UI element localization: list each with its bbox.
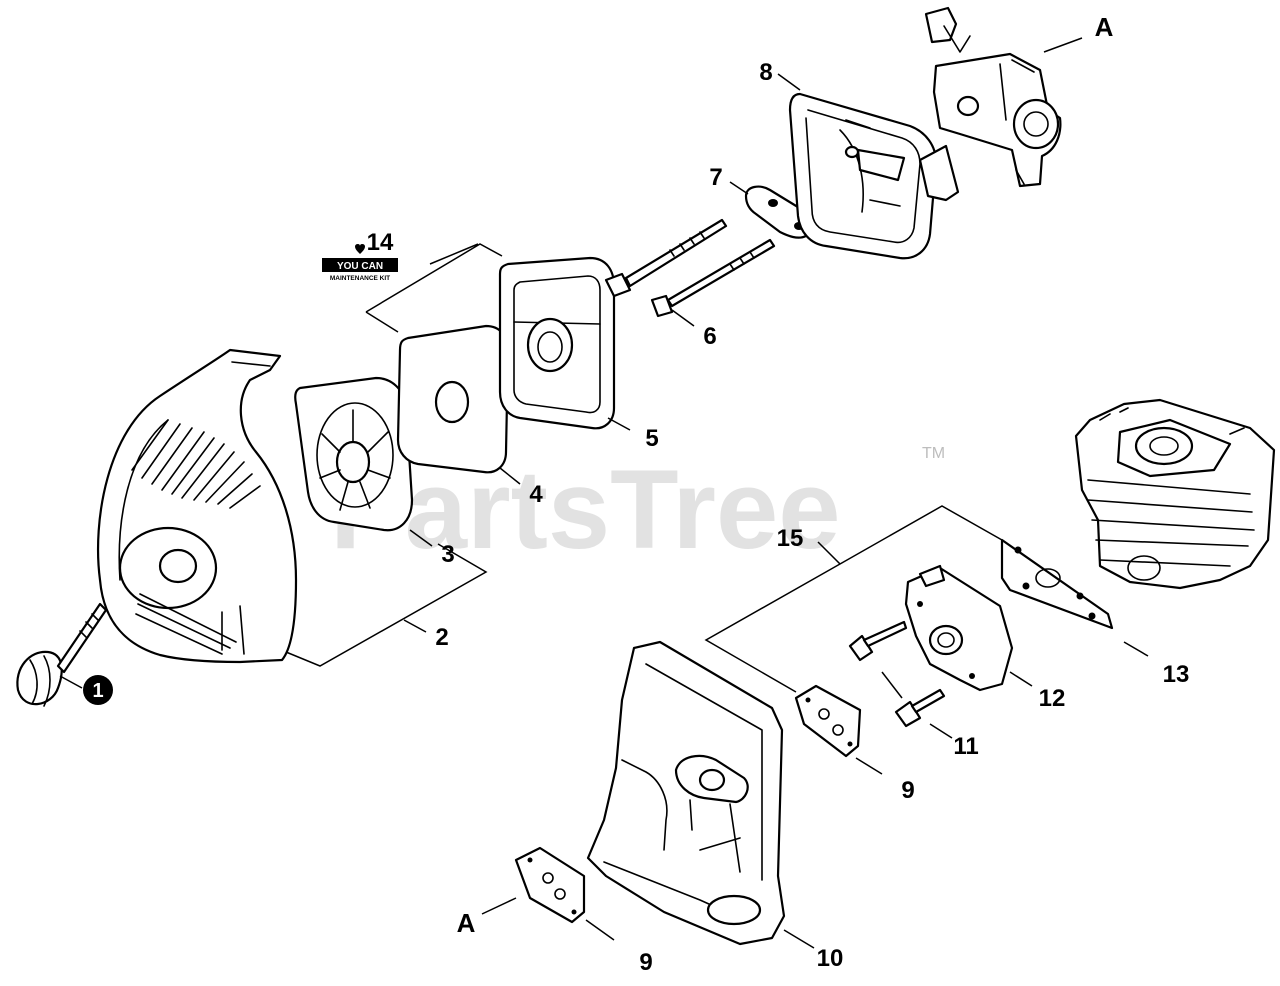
leader-8 bbox=[777, 73, 801, 91]
part-air-cleaner-case[interactable] bbox=[498, 256, 616, 430]
part-carburetor[interactable] bbox=[924, 6, 1062, 188]
reference-a-bottom[interactable]: A bbox=[457, 908, 476, 938]
part-case-body[interactable] bbox=[788, 92, 960, 260]
leader-7 bbox=[729, 181, 749, 195]
leader-9-upper bbox=[855, 757, 883, 775]
part-knob[interactable] bbox=[16, 602, 108, 707]
callout-15[interactable]: 15 bbox=[777, 525, 804, 552]
heart-icon bbox=[355, 244, 365, 254]
leader-a-bottom bbox=[481, 897, 517, 915]
part-air-cleaner-cover[interactable] bbox=[97, 348, 298, 664]
callout-3[interactable]: 3 bbox=[441, 541, 454, 568]
callout-7[interactable]: 7 bbox=[709, 164, 722, 191]
callout-5[interactable]: 5 bbox=[645, 425, 658, 452]
leader-10 bbox=[783, 929, 815, 949]
leader-14 bbox=[365, 243, 503, 333]
callouts: 1 2 3 4 5 6 7 8 9 9 10 11 12 13 14 15 A … bbox=[83, 12, 1189, 976]
leader-11 bbox=[929, 723, 953, 739]
leader-3 bbox=[409, 529, 433, 547]
part-gasket-lower[interactable] bbox=[514, 846, 586, 924]
leader-a-top bbox=[1043, 37, 1083, 53]
reference-a-top[interactable]: A bbox=[1095, 12, 1114, 42]
leader-lines bbox=[59, 37, 1149, 949]
leader-5 bbox=[607, 417, 631, 431]
callout-13[interactable]: 13 bbox=[1163, 661, 1190, 688]
callout-12[interactable]: 12 bbox=[1039, 685, 1066, 712]
callout-9-lower[interactable]: 9 bbox=[639, 949, 652, 976]
leader-15 bbox=[704, 505, 1003, 693]
part-insulator[interactable] bbox=[904, 564, 1014, 692]
leader-9-lower bbox=[585, 919, 615, 941]
part-intake-bracket[interactable] bbox=[586, 640, 786, 946]
leader-2-bracket bbox=[285, 543, 488, 667]
callout-8[interactable]: 8 bbox=[759, 59, 772, 86]
callout-2[interactable]: 2 bbox=[435, 624, 448, 651]
callout-1-circle bbox=[83, 675, 113, 705]
callout-1[interactable]: 1 bbox=[92, 680, 103, 702]
callout-14[interactable]: 14 bbox=[367, 229, 394, 256]
maintenance-kit-badge: YOU CAN MAINTENANCE KIT bbox=[322, 244, 398, 282]
leader-13 bbox=[1123, 641, 1149, 657]
leader-6 bbox=[671, 309, 695, 327]
watermark-text: PartsTree bbox=[330, 447, 841, 572]
part-gasket-upper[interactable] bbox=[794, 684, 862, 758]
kit-badge-subtitle: MAINTENANCE KIT bbox=[330, 275, 390, 282]
leader-12 bbox=[1009, 671, 1033, 687]
leader-4 bbox=[499, 467, 521, 485]
callout-11[interactable]: 11 bbox=[953, 733, 978, 760]
part-bolts[interactable] bbox=[604, 218, 776, 318]
watermark-trademark: TM bbox=[922, 445, 945, 462]
callout-10[interactable]: 10 bbox=[817, 945, 844, 972]
callout-9-upper[interactable]: 9 bbox=[901, 777, 914, 804]
part-filter-support[interactable] bbox=[294, 376, 414, 532]
part-filter-element[interactable] bbox=[396, 324, 510, 474]
leader-2 bbox=[403, 619, 427, 633]
callout-6[interactable]: 6 bbox=[703, 323, 716, 350]
kit-badge-brand: YOU CAN bbox=[337, 261, 383, 272]
leader-1 bbox=[59, 675, 83, 689]
part-cylinder-gasket[interactable] bbox=[1000, 538, 1114, 630]
callout-4[interactable]: 4 bbox=[529, 481, 543, 508]
part-cylinder[interactable] bbox=[1074, 398, 1276, 590]
part-short-bolts[interactable] bbox=[848, 620, 946, 728]
